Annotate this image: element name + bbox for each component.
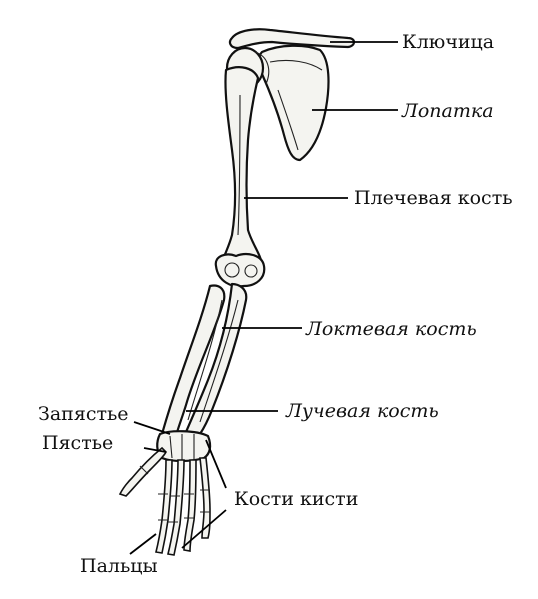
clavicle-bone	[228, 28, 356, 50]
arm-skeleton-drawing	[118, 28, 356, 556]
radius-bone	[160, 284, 226, 438]
leader-hand-bones-2	[181, 509, 227, 549]
leader-hand-bones-1	[205, 439, 227, 489]
leader-carpus	[133, 421, 171, 435]
leader-metacarpus	[143, 447, 167, 453]
labels: Ключица Лопатка Плечевая кость Локтевая …	[38, 31, 513, 577]
leader-lines	[129, 41, 398, 555]
label-clavicle: Ключица	[402, 31, 494, 53]
carpal-bones	[156, 430, 212, 463]
scapula-bone	[257, 44, 330, 162]
label-scapula: Лопатка	[401, 100, 494, 122]
label-radius: Лучевая кость	[285, 400, 439, 422]
label-ulna: Локтевая кость	[305, 318, 477, 340]
label-metacarpus: Пястье	[42, 432, 113, 454]
ulna-bone	[184, 282, 248, 436]
label-humerus: Плечевая кость	[354, 187, 513, 209]
leader-fingers	[129, 533, 157, 555]
label-fingers: Пальцы	[80, 555, 158, 577]
humerus-bone	[220, 66, 264, 268]
label-hand-bones: Кости кисти	[234, 488, 358, 510]
label-carpus: Запястье	[38, 403, 129, 425]
